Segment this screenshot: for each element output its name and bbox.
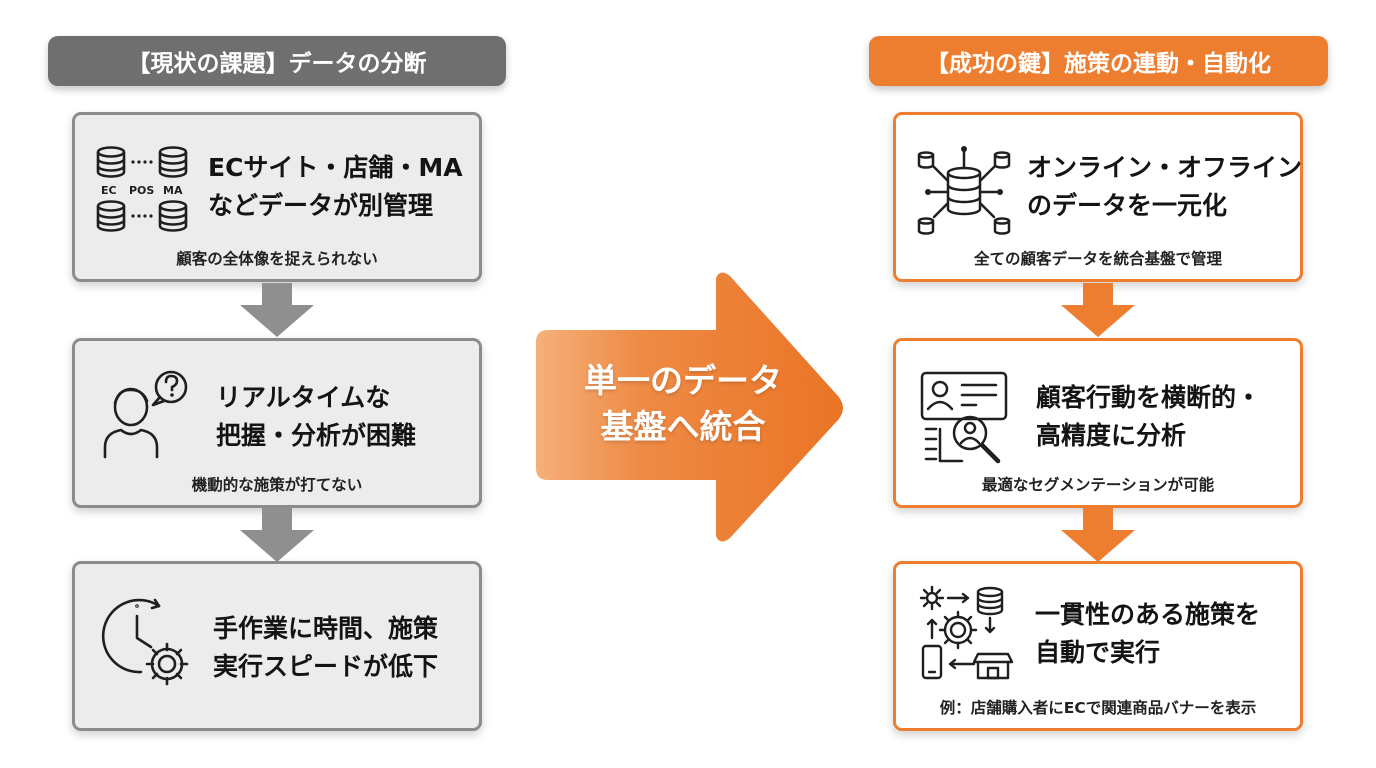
confused-person-icon bbox=[103, 370, 188, 459]
icon-label-ec: EC bbox=[101, 184, 117, 197]
integration-arrow bbox=[536, 272, 843, 542]
solution-card-automate: 一貫性のある施策を 自動で実行 例：店舗購入者にECで関連商品バナーを表示 bbox=[893, 561, 1303, 731]
issue-title: リアルタイムな 把握・分析が困難 bbox=[216, 379, 416, 455]
title-line: のデータを一元化 bbox=[1027, 191, 1228, 220]
solution-card-unify: オンライン・オフライン のデータを一元化 全ての顧客データを統合基盤で管理 bbox=[893, 112, 1303, 282]
title-line: 把握・分析が困難 bbox=[216, 421, 417, 450]
issue-card-data-silos: EC POS MA ECサイト・店舗・MA などデータが別管理 顧客の全体像を捉… bbox=[72, 112, 482, 282]
title-line: 顧客行動を横断的・ bbox=[1036, 383, 1262, 412]
flow-arrow-down bbox=[240, 283, 314, 337]
title-line: などデータが別管理 bbox=[208, 191, 434, 220]
success-key-header: 【成功の鍵】施策の連動・自動化 bbox=[869, 36, 1328, 86]
solution-title: 顧客行動を横断的・ 高精度に分析 bbox=[1036, 379, 1261, 455]
icon-label-pos: POS bbox=[129, 184, 154, 197]
solution-subtitle: 全ての顧客データを統合基盤で管理 bbox=[973, 250, 1222, 268]
flow-arrow-down bbox=[1061, 283, 1135, 337]
title-line: 高精度に分析 bbox=[1036, 421, 1187, 450]
solution-card-analyze: 顧客行動を横断的・ 高精度に分析 最適なセグメンテーションが可能 bbox=[893, 338, 1303, 508]
solution-subtitle: 例：店舗購入者にECで関連商品バナーを表示 bbox=[939, 699, 1257, 717]
title-line: オンライン・オフライン bbox=[1027, 153, 1303, 182]
integration-arrow-label: 単一のデータ 基盤へ統合 bbox=[548, 358, 818, 450]
issue-card-manual-work: 手作業に時間、施策 実行スピードが低下 bbox=[72, 561, 482, 731]
title-line: 自動で実行 bbox=[1035, 638, 1161, 667]
issue-card-realtime: リアルタイムな 把握・分析が困難 機動的な施策が打てない bbox=[72, 338, 482, 508]
title-line: リアルタイムな bbox=[216, 383, 391, 412]
automation-cycle-icon bbox=[919, 585, 1014, 680]
title-line: 手作業に時間、施策 bbox=[213, 614, 439, 643]
flow-arrow-down bbox=[240, 508, 314, 562]
title-line: 一貫性のある施策を bbox=[1035, 600, 1261, 629]
issue-title: 手作業に時間、施策 実行スピードが低下 bbox=[213, 610, 438, 686]
flow-arrow-down bbox=[1061, 508, 1135, 562]
clock-gear-icon bbox=[101, 598, 189, 686]
title-line: ECサイト・店舗・MA bbox=[208, 153, 463, 182]
issue-subtitle: 機動的な施策が打てない bbox=[191, 476, 363, 494]
database-silos-icon: EC POS MA bbox=[96, 146, 188, 232]
solution-title: 一貫性のある施策を 自動で実行 bbox=[1035, 596, 1260, 672]
icon-label-ma: MA bbox=[163, 184, 183, 197]
arrow-line: 単一のデータ bbox=[584, 361, 782, 400]
solution-subtitle: 最適なセグメンテーションが可能 bbox=[981, 476, 1215, 494]
profile-magnifier-icon bbox=[920, 371, 1008, 464]
current-issues-header: 【現状の課題】データの分断 bbox=[48, 36, 506, 86]
title-line: 実行スピードが低下 bbox=[213, 652, 439, 681]
central-database-network-icon bbox=[917, 146, 1011, 235]
solution-title: オンライン・オフライン のデータを一元化 bbox=[1027, 149, 1302, 225]
issue-subtitle: 顧客の全体像を捉えられない bbox=[176, 250, 378, 268]
arrow-line: 基盤へ統合 bbox=[600, 407, 766, 446]
issue-title: ECサイト・店舗・MA などデータが別管理 bbox=[208, 149, 463, 225]
